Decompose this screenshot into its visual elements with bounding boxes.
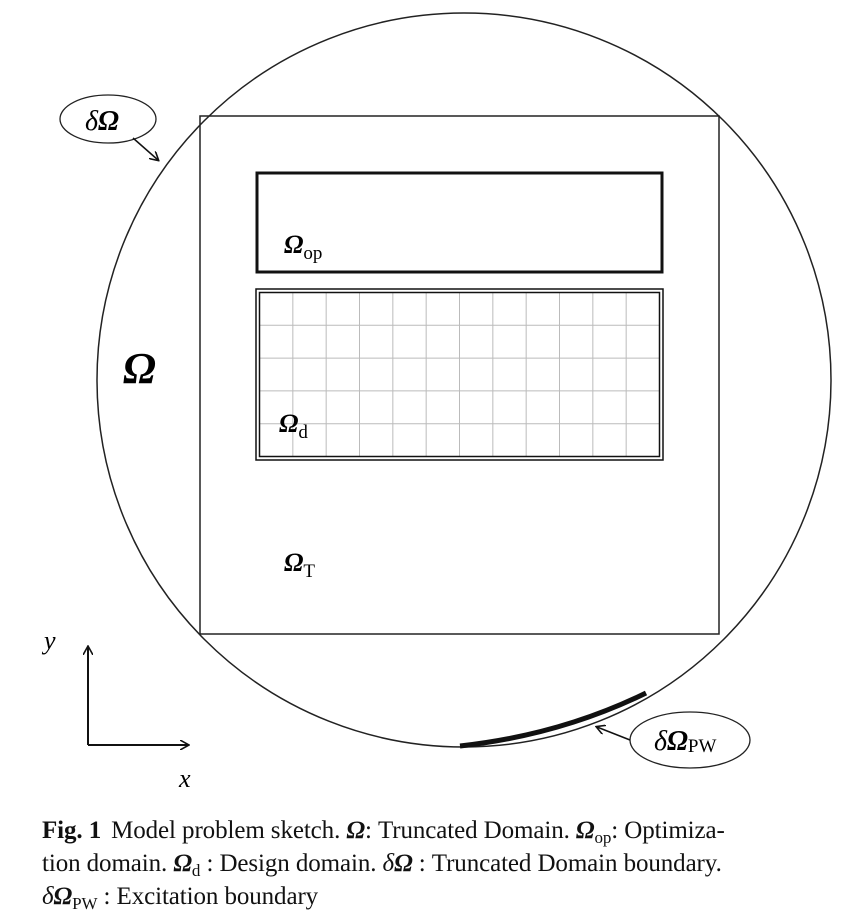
caption-delta-2: δ (42, 883, 54, 910)
caption-delta-1: δ (382, 850, 395, 877)
y-axis-label: y (41, 626, 56, 655)
design-domain-rect-inner (258, 291, 661, 458)
optimization-domain-label: Ωop (284, 230, 322, 264)
design-domain-label: Ωd (279, 409, 308, 443)
outer-domain-circle (96, 12, 832, 748)
design-domain-grid (259, 292, 660, 457)
caption-text-1: Model problem sketch. (111, 817, 341, 844)
excitation-label: δΩPW (654, 726, 716, 757)
truncated-domain-rect (199, 115, 720, 635)
truncated-domain-label: ΩT (284, 548, 315, 582)
caption-omega-1: Ω (346, 817, 365, 844)
excitation-label-arrow (597, 727, 631, 741)
caption-text-6: : Truncated Domain boundary. (412, 850, 722, 877)
excitation-boundary-arc (459, 690, 648, 749)
caption-omega-2: Ω (575, 817, 595, 844)
caption-sub-op: op (594, 828, 612, 847)
caption-omega-3: Ω (173, 850, 192, 877)
design-domain-rect-outer (255, 288, 664, 461)
caption-text-2: : Truncated Domain. (364, 817, 570, 844)
caption-sub-pw: PW (72, 894, 98, 913)
caption-text-3: : Optimiza- (611, 817, 725, 844)
boundary-label-ellipse (59, 94, 157, 144)
caption-omega-5: Ω (53, 883, 73, 910)
boundary-label-arrow (132, 137, 158, 160)
caption-text-5: : Design domain. (200, 850, 377, 877)
x-axis-label: x (178, 764, 191, 793)
caption-omega-4: Ω (394, 850, 413, 877)
domain-sketch: Ω δΩ Ωop Ωd ΩT δΩPW y x (41, 12, 832, 793)
optimization-domain-rect (255, 171, 664, 274)
outer-domain-label: Ω (123, 344, 156, 393)
boundary-label: δΩ (85, 106, 119, 137)
figure-number: Fig. 1 (42, 817, 102, 844)
caption-text-7: : Excitation boundary (97, 883, 319, 910)
caption-sub-d: d (191, 861, 201, 880)
caption-text-4: tion domain. (42, 850, 168, 877)
